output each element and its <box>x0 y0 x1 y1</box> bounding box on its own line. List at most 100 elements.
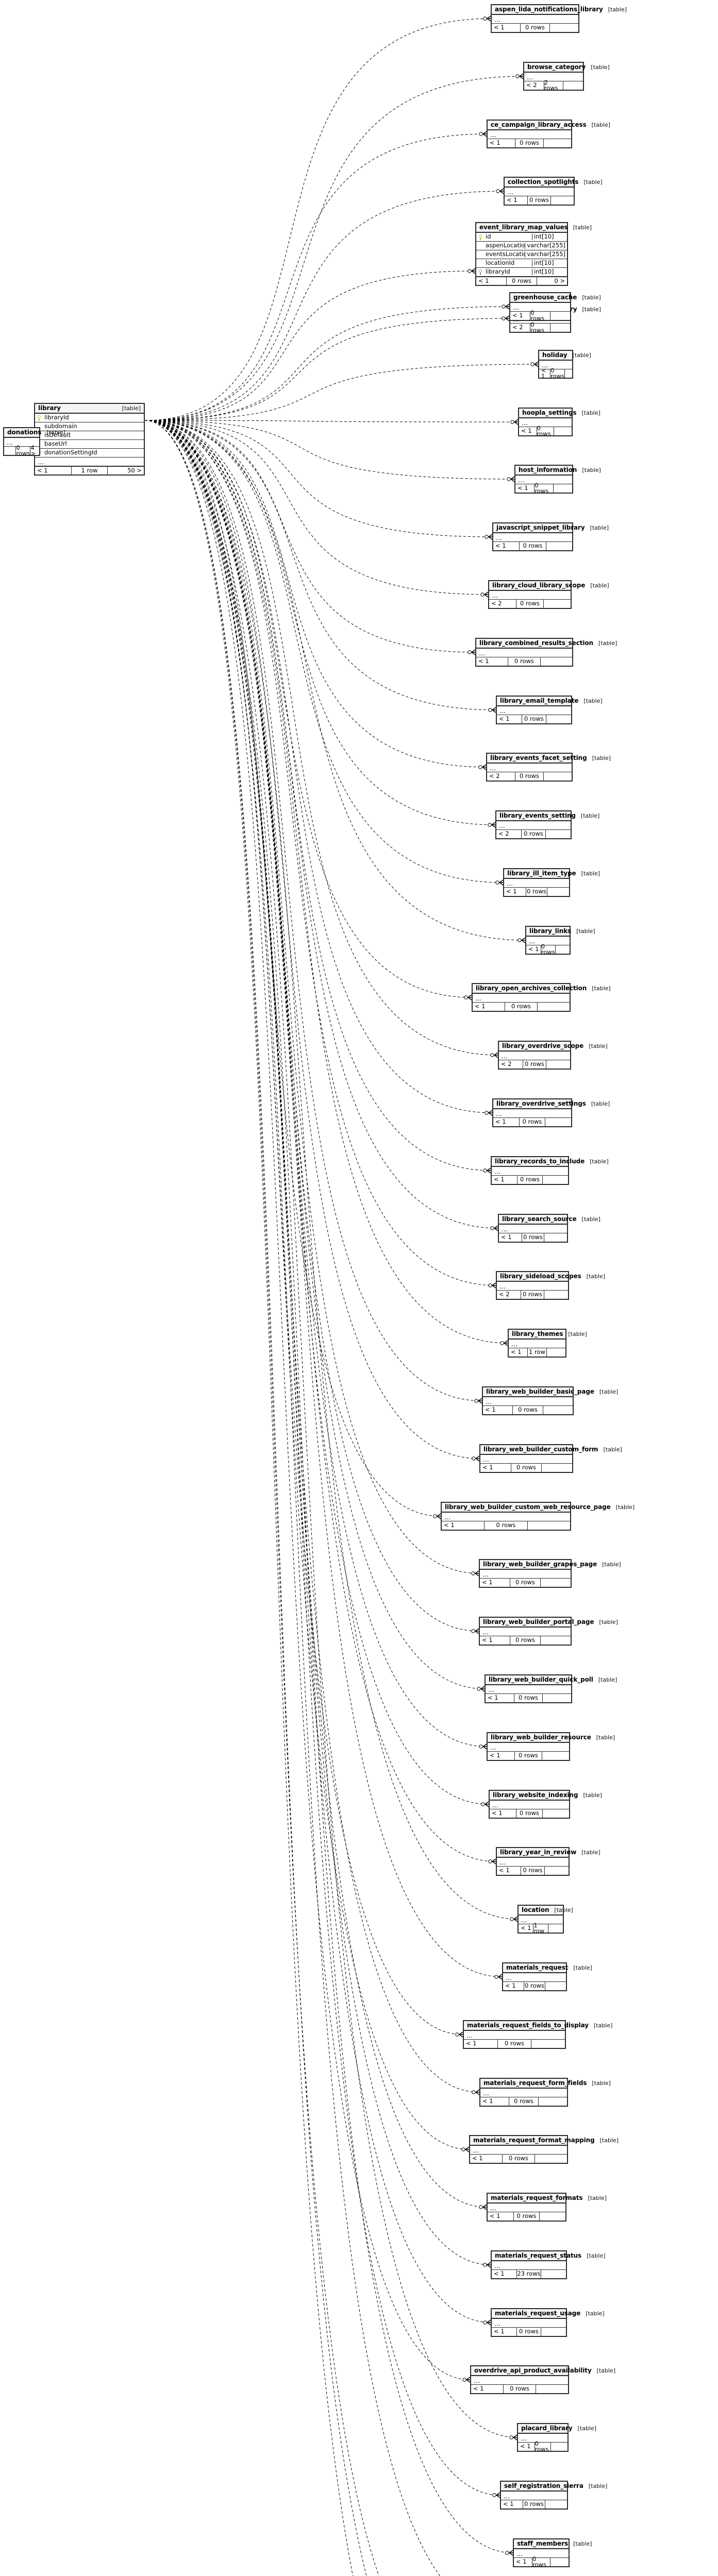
table-header[interactable]: materials_request_status[table] <box>492 2251 606 2261</box>
collapsed-columns-row[interactable]: … <box>515 476 572 484</box>
collapsed-columns-row[interactable]: … <box>497 1282 568 1291</box>
table-header[interactable]: library[table] <box>35 404 144 414</box>
collapsed-columns-row[interactable]: … <box>486 1685 571 1694</box>
collapsed-columns-row[interactable]: … <box>487 764 572 772</box>
collapsed-columns-row[interactable]: … <box>492 1167 568 1176</box>
collapsed-columns-row[interactable]: … <box>492 2261 566 2270</box>
table-header[interactable]: library_web_builder_custom_web_resource_… <box>442 1503 634 1513</box>
table-header[interactable]: library_records_to_include[table] <box>492 1157 609 1167</box>
collapsed-columns-row[interactable]: … <box>464 2031 565 2040</box>
collapsed-columns-row[interactable]: … <box>519 1916 563 1924</box>
collapsed-columns-row[interactable]: … <box>480 2089 567 2097</box>
table-header[interactable]: library_web_builder_resource[table] <box>488 1733 615 1743</box>
table-header[interactable]: staff_members[table] <box>514 2539 592 2549</box>
collapsed-columns-row[interactable]: … <box>480 1570 571 1579</box>
table-header[interactable]: library_links[table] <box>526 927 595 937</box>
table-header[interactable]: library_combined_results_section[table] <box>476 639 617 649</box>
table-header[interactable]: event_library_map_values[table] <box>476 223 592 233</box>
collapsed-columns-row[interactable]: … <box>493 533 572 542</box>
entity-overdrive_api_product_availability[interactable]: overdrive_api_product_availability[table… <box>470 2365 615 2394</box>
collapsed-columns-row[interactable]: … <box>501 2492 567 2500</box>
entity-library_web_builder_basic_page[interactable]: library_web_builder_basic_page[table]…< … <box>482 1386 618 1415</box>
collapsed-columns-row[interactable]: … <box>480 1455 572 1464</box>
table-header[interactable]: library_open_archives_collection[table] <box>473 984 611 994</box>
entity-library_combined_results_section[interactable]: library_combined_results_section[table]…… <box>475 638 617 667</box>
table-header[interactable]: ce_campaign_library_access[table] <box>488 121 610 130</box>
collapsed-columns-row[interactable]: … <box>503 1973 566 1982</box>
collapsed-columns-row[interactable]: … <box>526 937 570 945</box>
table-header[interactable]: placard_library[table] <box>518 2424 596 2434</box>
table-header[interactable]: materials_request_format_mapping[table] <box>470 2136 619 2146</box>
table-header[interactable]: materials_request[table] <box>503 1963 592 1973</box>
collapsed-columns-row[interactable]: … <box>497 1858 569 1867</box>
entity-library_web_builder_custom_form[interactable]: library_web_builder_custom_form[table]…<… <box>479 1444 622 1473</box>
collapsed-columns-row[interactable]: … <box>505 188 574 196</box>
table-header[interactable]: library_web_builder_basic_page[table] <box>483 1387 618 1397</box>
table-header[interactable]: library_ill_item_type[table] <box>504 869 600 879</box>
collapsed-columns-row[interactable]: … <box>476 649 572 657</box>
table-header[interactable]: location[table] <box>519 1906 573 1916</box>
table-header[interactable]: library_overdrive_settings[table] <box>493 1099 610 1109</box>
table-header[interactable]: library_web_builder_grapes_page[table] <box>480 1560 621 1570</box>
table-header[interactable]: browse_category[table] <box>524 63 610 73</box>
entity-aspen_lida_notifications_library[interactable]: aspen_lida_notifications_library[table]…… <box>491 4 627 33</box>
table-header[interactable]: self_registration_sierra[table] <box>501 2482 607 2492</box>
collapsed-columns-row[interactable]: … <box>497 706 571 715</box>
collapsed-columns-row[interactable]: … <box>496 821 571 830</box>
entity-materials_request_fields_to_display[interactable]: materials_request_fields_to_display[tabl… <box>463 2020 612 2049</box>
collapsed-columns-row[interactable]: … <box>499 1052 570 1060</box>
collapsed-columns-row[interactable]: … <box>488 1743 569 1752</box>
collapsed-columns-row[interactable]: … <box>480 1628 571 1636</box>
table-header[interactable]: library_web_builder_portal_page[table] <box>480 1618 618 1628</box>
table-header[interactable]: library_year_in_review[table] <box>497 1848 600 1858</box>
table-header[interactable]: materials_request_fields_to_display[tabl… <box>464 2021 612 2031</box>
collapsed-columns-row[interactable]: … <box>524 73 583 81</box>
collapsed-columns-row[interactable]: … <box>514 2549 569 2558</box>
table-header[interactable]: materials_request_form_fields[table] <box>480 2079 611 2089</box>
collapsed-columns-row[interactable]: … <box>473 994 570 1003</box>
table-header[interactable]: library_web_builder_custom_form[table] <box>480 1445 622 1455</box>
collapsed-columns-row[interactable]: … <box>471 2376 568 2385</box>
entity-library_web_builder_portal_page[interactable]: library_web_builder_portal_page[table]…<… <box>479 1617 618 1646</box>
table-header[interactable]: collection_spotlights[table] <box>505 178 603 188</box>
table-header[interactable]: materials_request_formats[table] <box>488 2194 607 2204</box>
table-header[interactable]: javascript_snippet_library[table] <box>493 523 609 533</box>
collapsed-columns-row[interactable]: … <box>442 1513 570 1521</box>
collapsed-columns-row[interactable]: … <box>492 15 578 24</box>
table-header[interactable]: library_email_template[table] <box>497 697 603 706</box>
table-header[interactable]: greenhouse_cache[table] <box>510 293 601 303</box>
entity-library_web_builder_grapes_page[interactable]: library_web_builder_grapes_page[table]…<… <box>479 1559 621 1588</box>
table-header[interactable]: donations[table] <box>4 428 65 438</box>
table-header[interactable]: library_events_setting[table] <box>496 811 599 821</box>
collapsed-columns-row[interactable]: … <box>492 2319 566 2328</box>
table-header[interactable]: aspen_lida_notifications_library[table] <box>492 5 627 15</box>
collapsed-columns-row[interactable]: … <box>509 1340 565 1348</box>
